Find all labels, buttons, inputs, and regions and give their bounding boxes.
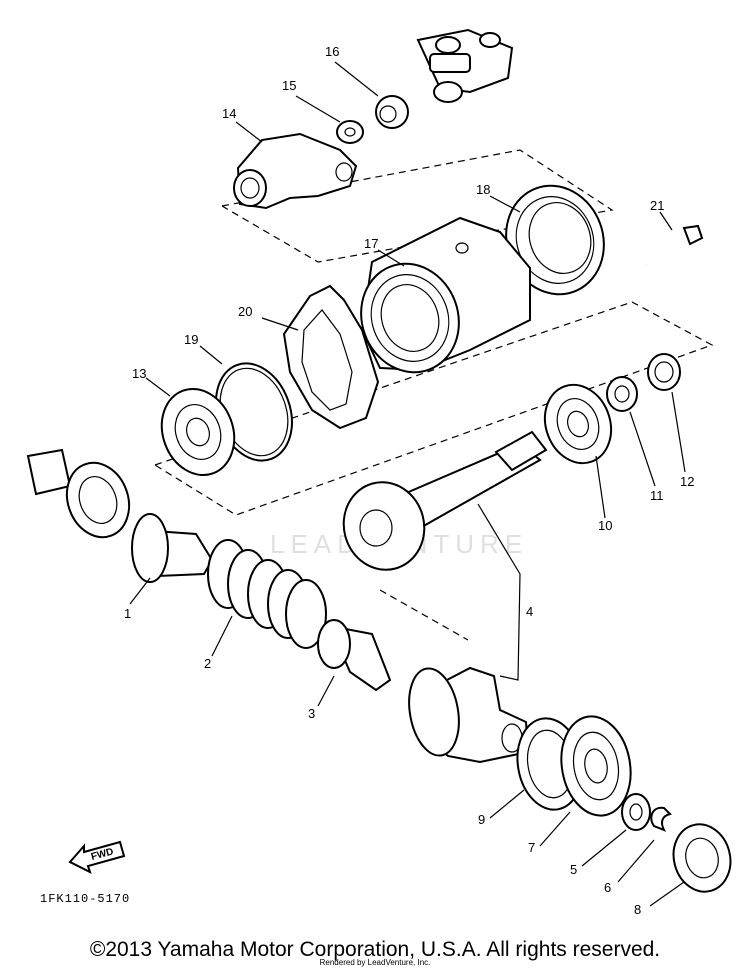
part-13-bearing — [160, 387, 236, 477]
part-3-cam — [317, 619, 392, 692]
middle-dashed-boundary — [154, 301, 714, 516]
label-16: 16 — [325, 44, 339, 59]
label-12: 12 — [680, 474, 694, 489]
label-5: 5 — [570, 862, 577, 877]
label-11: 11 — [650, 488, 664, 503]
part-21-bolt — [644, 224, 704, 267]
part-2-spring — [207, 539, 327, 649]
rendered-by-text: Rendered by LeadVenture, Inc. — [319, 958, 431, 967]
part-10-bearing — [543, 383, 613, 465]
part-12-cap — [647, 353, 681, 391]
part-7-bearing — [560, 715, 632, 817]
label-3: 3 — [308, 706, 315, 721]
exploded-parts-diagram: LEADVENTURE — [26, 28, 732, 917]
part-6-lock-washer — [650, 806, 672, 832]
part-11-washer — [606, 376, 638, 412]
upper-dashed-boundary — [221, 149, 614, 263]
label-15: 15 — [282, 78, 296, 93]
label-21: 21 — [650, 198, 664, 213]
part-8-nut — [672, 823, 732, 893]
label-13: 13 — [132, 366, 146, 381]
fwd-arrow-icon: FWD — [68, 840, 126, 874]
part-17-housing — [360, 216, 531, 374]
part-16-nut — [375, 95, 409, 129]
label-2: 2 — [204, 656, 211, 671]
universal-joint — [416, 28, 514, 103]
label-19: 19 — [184, 332, 198, 347]
label-4: 4 — [526, 604, 533, 619]
part-1-collar — [131, 513, 214, 583]
label-9: 9 — [478, 812, 485, 827]
part-4-gear-set — [342, 430, 548, 764]
part-15-washer — [336, 120, 364, 144]
label-1: 1 — [124, 606, 131, 621]
label-18: 18 — [476, 182, 490, 197]
copyright-text: ©2013 Yamaha Motor Corporation, U.S.A. A… — [89, 938, 661, 961]
shaft-end — [26, 448, 131, 539]
label-14: 14 — [222, 106, 236, 121]
gear-dashed-boundary — [379, 589, 469, 641]
label-8: 8 — [634, 902, 641, 917]
label-20: 20 — [238, 304, 252, 319]
label-7: 7 — [528, 840, 535, 855]
part-20-shim — [282, 284, 380, 430]
label-10: 10 — [598, 518, 612, 533]
drawing-code: 1FK110-5170 — [40, 892, 131, 906]
label-17: 17 — [364, 236, 378, 251]
part-14-yoke — [233, 132, 358, 210]
label-6: 6 — [604, 880, 611, 895]
part-5-washer — [621, 793, 651, 831]
